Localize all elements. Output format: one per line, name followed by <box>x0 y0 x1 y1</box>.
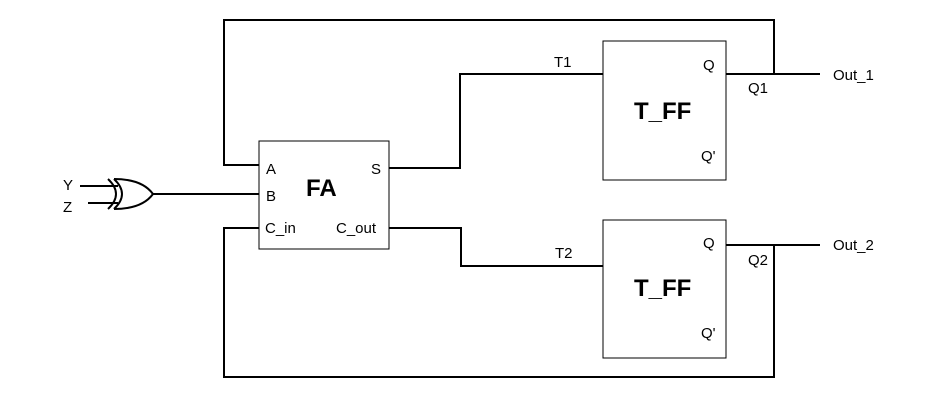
q2-label: Q2 <box>748 252 768 269</box>
t-flip-flop-1: T_FF Q Q' <box>602 40 727 181</box>
z-input-label: Z <box>63 199 72 216</box>
xor-gate <box>107 178 155 210</box>
tff2-pin-q: Q <box>703 235 715 252</box>
q2-feedback-wire <box>223 227 775 378</box>
out2-label: Out_2 <box>833 237 874 254</box>
q1-feedback-wire <box>223 19 775 166</box>
tff1-title: T_FF <box>634 98 691 125</box>
tff1-pin-q-bar: Q' <box>701 148 716 165</box>
t2-wire <box>389 227 603 267</box>
fa-pin-c-out: C_out <box>336 220 377 237</box>
q1-label: Q1 <box>748 80 768 97</box>
fa-pin-s: S <box>371 161 381 178</box>
full-adder-block: FA A B C_in S C_out <box>258 140 390 250</box>
t1-wire <box>389 73 603 169</box>
t2-label: T2 <box>555 245 573 262</box>
tff2-title: T_FF <box>634 275 691 302</box>
tff1-pin-q: Q <box>703 57 715 74</box>
t1-label: T1 <box>554 54 572 71</box>
t-flip-flop-2: T_FF Q Q' <box>602 219 727 359</box>
fa-pin-a: A <box>266 161 276 178</box>
fa-pin-b: B <box>266 188 276 205</box>
tff2-pin-q-bar: Q' <box>701 325 716 342</box>
full-adder-title: FA <box>306 175 337 202</box>
out1-label: Out_1 <box>833 67 874 84</box>
fa-pin-c-in: C_in <box>265 220 296 237</box>
y-input-label: Y <box>63 177 73 194</box>
